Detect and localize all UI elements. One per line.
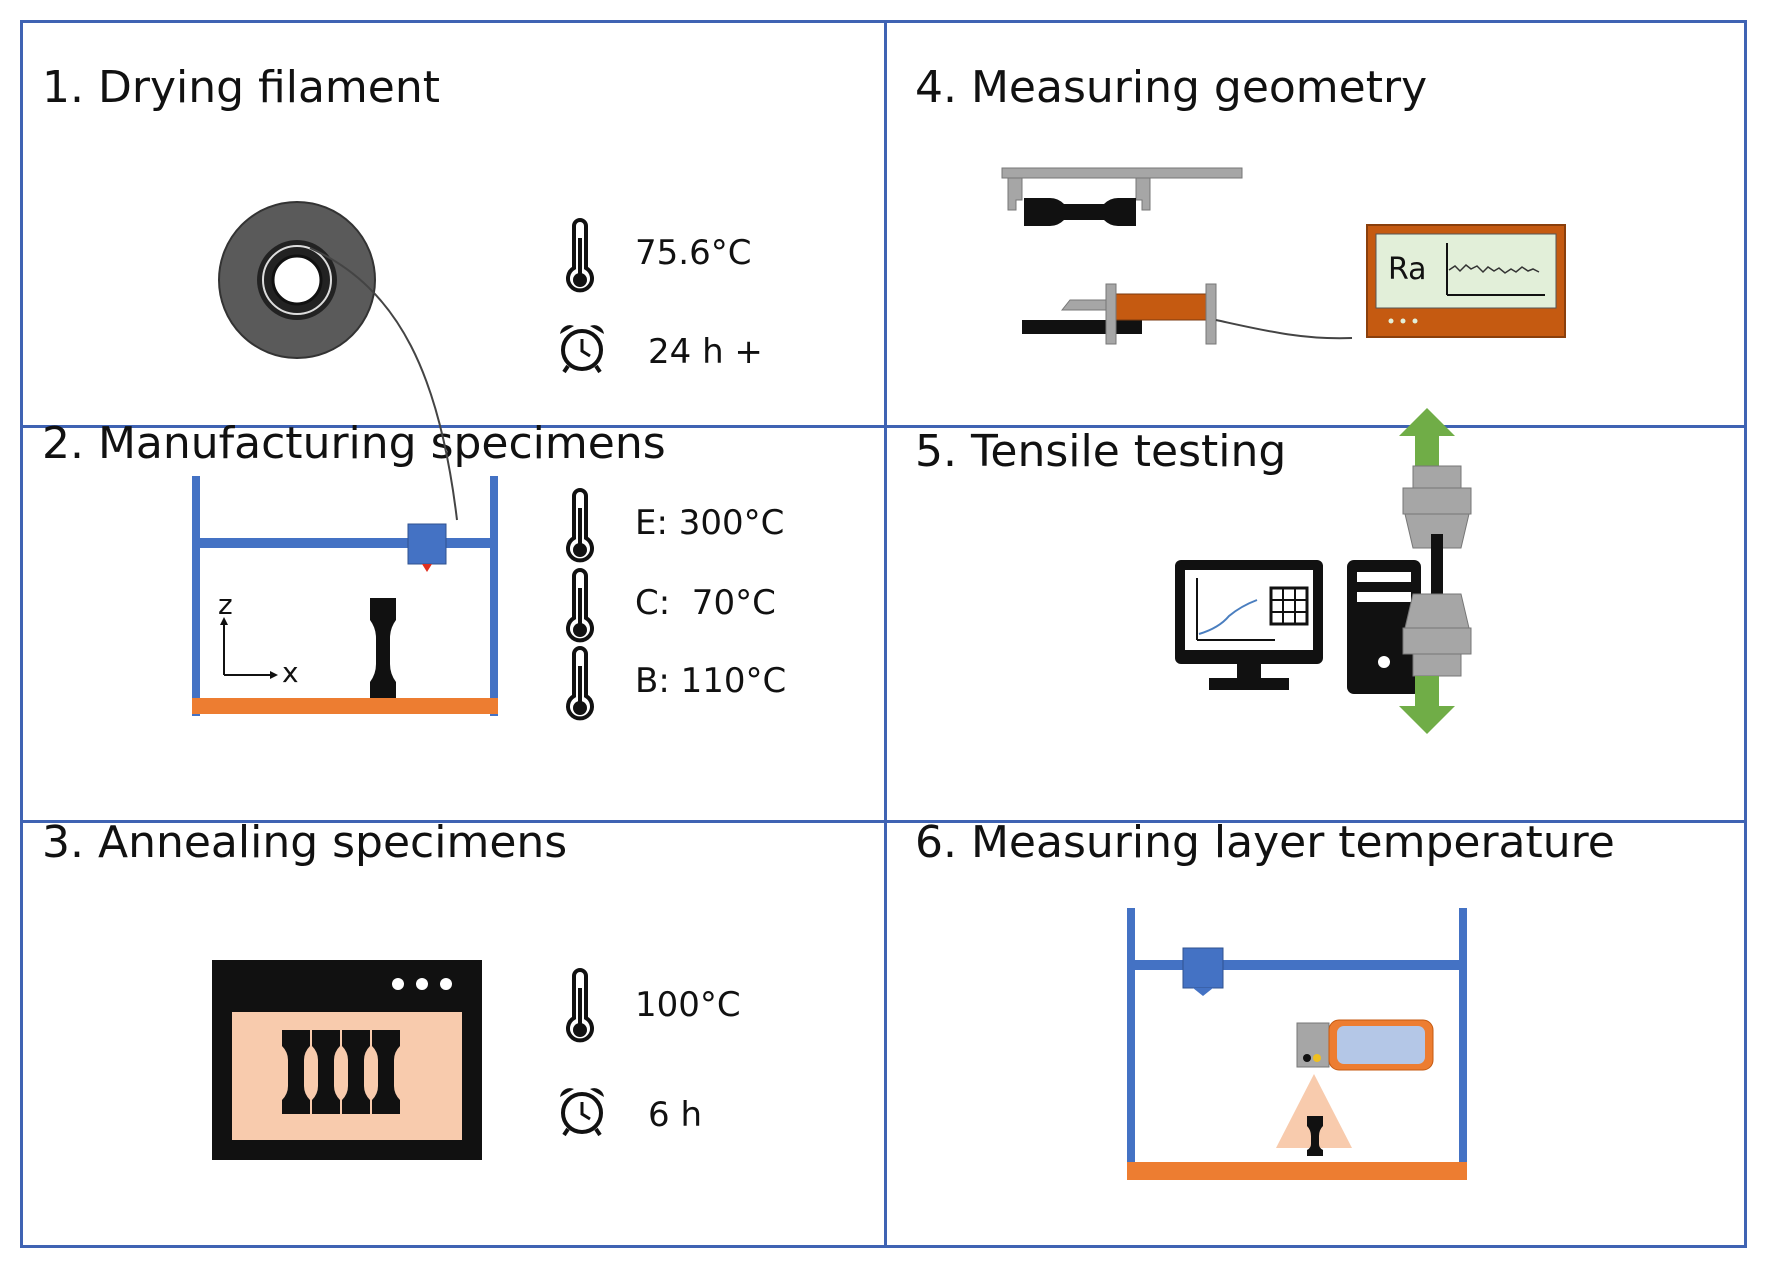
thermometer-icon: [566, 488, 594, 563]
filament-line-icon: [309, 247, 458, 521]
filament-spool-icon: [218, 201, 376, 359]
grid-border-right: [1744, 20, 1747, 1248]
drying-temperature: 75.6°C: [635, 233, 752, 273]
panel-title: 1. Drying filament: [42, 62, 440, 113]
roughness-display-icon: [1366, 224, 1566, 338]
arrow-up-icon: [1399, 408, 1455, 466]
profilometer-icon: [1022, 283, 1353, 345]
panel-measuring-layer-temperature: 6. Measuring layer temperature: [887, 817, 1744, 1245]
thermometer-icon: [566, 968, 594, 1043]
thermometer-icon: [566, 218, 594, 293]
arrow-down-icon: [1399, 676, 1455, 734]
panel-drying-filament: 1. Drying filament 75.6°C 24 h +: [20, 20, 884, 425]
grid-divider-vertical: [884, 20, 887, 1248]
panel-title: 4. Measuring geometry: [915, 62, 1428, 113]
computer-monitor-icon: [1175, 560, 1323, 690]
grid-border-bottom: [20, 1245, 1747, 1248]
caliper-icon: [1001, 167, 1243, 226]
printer-frame-icon: [192, 476, 498, 716]
panel-measuring-geometry: 4. Measuring geometry Ra: [887, 20, 1744, 425]
axis-z-label: z: [218, 588, 233, 621]
alarm-clock-icon: [560, 325, 604, 374]
panel-title: 6. Measuring layer temperature: [915, 817, 1615, 868]
axis-x-label: x: [282, 656, 299, 689]
drying-time: 24 h +: [648, 332, 763, 372]
printer-frame-icon: [1127, 908, 1467, 1180]
panel-title: 5. Tensile testing: [915, 426, 1287, 477]
dogbone-specimen-icon: [370, 598, 396, 698]
oven-icon: [212, 960, 482, 1160]
grid-border-left: [20, 20, 23, 1248]
chamber-temperature: C: 70°C: [635, 583, 776, 623]
grid-divider-row-2: [20, 820, 1747, 823]
axes-icon: [220, 617, 278, 679]
roughness-label: Ra: [1388, 252, 1427, 287]
bed-temperature: B: 110°C: [635, 661, 787, 701]
panel-tensile-testing: 5. Tensile testing: [887, 408, 1744, 820]
panel-annealing-specimens: 3. Annealing specimens 100°C: [20, 817, 884, 1245]
dogbone-specimen-icon: [1307, 1116, 1323, 1156]
panel-title: 2. Manufacturing specimens: [42, 418, 666, 469]
grid-divider-row-1: [20, 425, 1747, 428]
panel-title: 3. Annealing specimens: [42, 817, 568, 868]
thermometer-icon: [566, 646, 594, 721]
diagram-grid: 1. Drying filament 75.6°C 24 h + 4. Meas…: [20, 20, 1747, 1248]
alarm-clock-icon: [560, 1088, 604, 1137]
annealing-temperature: 100°C: [635, 985, 741, 1025]
thermometer-icon: [566, 568, 594, 643]
annealing-time: 6 h: [648, 1095, 702, 1135]
panel-manufacturing-specimens: 2. Manufacturing specimens z x E: [20, 247, 884, 820]
tensile-grips-icon: [1399, 408, 1472, 734]
grid-border-top: [20, 20, 1747, 23]
extruder-temperature: E: 300°C: [635, 503, 785, 543]
pc-tower-icon: [1347, 560, 1421, 694]
